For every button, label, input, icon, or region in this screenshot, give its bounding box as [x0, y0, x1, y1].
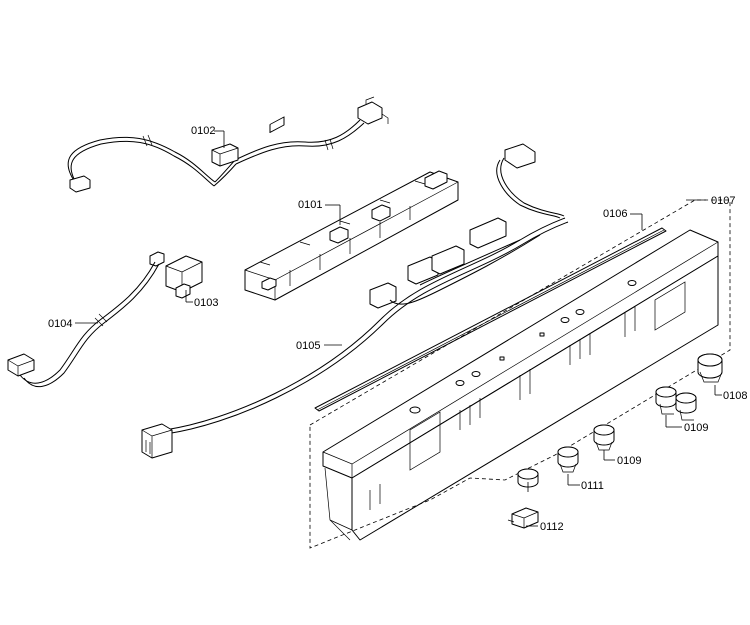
- label-0112: 0112: [540, 521, 564, 533]
- switch-0103[interactable]: [149, 251, 203, 299]
- button-0108[interactable]: [697, 353, 723, 383]
- wire-harness-0104[interactable]: [7, 261, 160, 388]
- button-pair-0109[interactable]: [655, 386, 697, 421]
- wire-harness-0105[interactable]: [141, 143, 569, 459]
- group-outline-0107: [309, 199, 731, 549]
- label-0107: 0107: [711, 195, 735, 207]
- label-0109-a: 0109: [684, 422, 708, 434]
- label-0101: 0101: [298, 199, 322, 211]
- label-0106: 0106: [603, 208, 627, 220]
- button-0109[interactable]: [593, 424, 615, 451]
- knob-0111[interactable]: [517, 468, 539, 488]
- control-panel-0107[interactable]: [322, 229, 719, 541]
- control-module-0101[interactable]: [244, 116, 459, 301]
- clip-0112[interactable]: [507, 507, 539, 529]
- seal-strip-0106[interactable]: [314, 227, 667, 412]
- label-0108: 0108: [723, 390, 747, 402]
- button-small[interactable]: [557, 446, 579, 473]
- label-0111: 0111: [581, 480, 604, 492]
- label-0105: 0105: [296, 340, 320, 352]
- label-0104: 0104: [48, 318, 72, 330]
- wire-harness-0102[interactable]: [67, 96, 389, 193]
- label-0109-b: 0109: [617, 455, 641, 467]
- label-0103: 0103: [194, 297, 218, 309]
- label-0102: 0102: [191, 125, 215, 137]
